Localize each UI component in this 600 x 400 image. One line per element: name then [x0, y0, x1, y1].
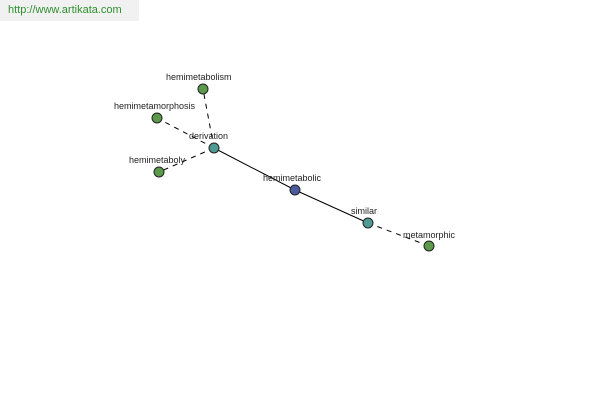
- edge-hemimetabolic-derivation: [213, 147, 296, 191]
- node-label[interactable]: hemimetaboly: [129, 155, 186, 165]
- node-hemimetamorphosis[interactable]: hemimetamorphosis: [114, 101, 196, 124]
- node-similar[interactable]: similar: [351, 206, 377, 229]
- node-marker[interactable]: [197, 83, 209, 95]
- node-marker[interactable]: [289, 184, 301, 196]
- edge-hemimetabolic-similar: [294, 189, 369, 224]
- node-label[interactable]: hemimetabolic: [263, 173, 322, 183]
- node-label[interactable]: metamorphic: [403, 230, 456, 240]
- node-marker[interactable]: [151, 112, 163, 124]
- edges-layer: [156, 88, 430, 247]
- node-metamorphic[interactable]: metamorphic: [403, 230, 456, 252]
- nodes-layer: hemimetabolic derivation similar hemimetabo…: [114, 72, 456, 252]
- node-hemimetabolic[interactable]: hemimetabolic: [263, 173, 322, 196]
- site-banner: http://www.artikata.com: [0, 0, 139, 21]
- node-marker[interactable]: [423, 240, 435, 252]
- site-url-link[interactable]: http://www.artikata.com: [8, 4, 122, 16]
- node-label[interactable]: hemimetabolism: [166, 72, 232, 82]
- edge-derivation-hemimetamorphosis: [156, 117, 215, 149]
- node-hemimetabolism[interactable]: hemimetabolism: [166, 72, 232, 95]
- edge-derivation-hemimetabolism: [202, 88, 215, 149]
- node-marker[interactable]: [208, 142, 220, 154]
- node-label[interactable]: derivation: [189, 131, 228, 141]
- node-label[interactable]: similar: [351, 206, 377, 216]
- edge-similar-metamorphic: [367, 222, 430, 247]
- node-derivation[interactable]: derivation: [189, 131, 228, 154]
- node-marker[interactable]: [153, 166, 165, 178]
- node-marker[interactable]: [362, 217, 374, 229]
- edge-derivation-hemimetaboly: [158, 147, 215, 173]
- node-hemimetaboly[interactable]: hemimetaboly: [129, 155, 186, 178]
- node-label[interactable]: hemimetamorphosis: [114, 101, 196, 111]
